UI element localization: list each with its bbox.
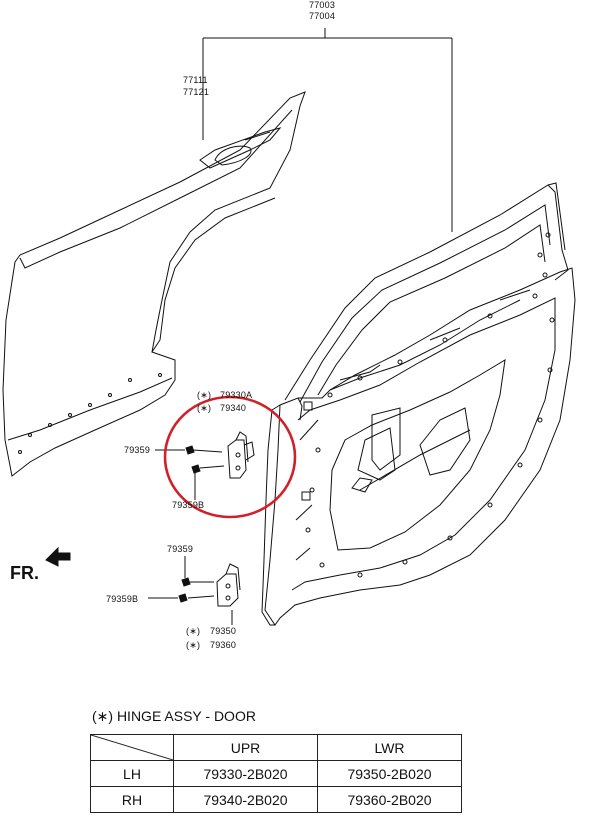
callout-lower-hinge-2: 79360 <box>210 640 237 650</box>
callout-door-assy-2: 77004 <box>309 11 336 21</box>
table-header-row: UPR LWR <box>90 734 462 761</box>
callout-bolt-lower: 79359 <box>167 544 194 554</box>
outer-door-panel <box>2 91 306 477</box>
callout-outer-panel-2: 77121 <box>183 87 210 97</box>
inner-door-frame <box>261 182 576 626</box>
callout-lower-hinge-1: 79350 <box>210 626 237 636</box>
front-label: FR. <box>10 563 39 583</box>
callout-upper-hinge-mark-2: (∗) <box>197 403 212 413</box>
front-direction-arrow <box>45 546 71 567</box>
callout-bolt-lower-b: 79359B <box>106 594 139 604</box>
diagonal-divider <box>91 735 173 760</box>
hinge-part-table: UPR LWR LH 79330-2B020 79350-2B020 RH 79… <box>90 734 462 813</box>
callout-upper-hinge-2: 79340 <box>220 403 247 413</box>
lower-hinge-assy <box>187 563 241 625</box>
table-cell-side: RH <box>90 786 174 813</box>
table-cell-side: LH <box>90 760 174 787</box>
highlight-circle <box>163 395 297 519</box>
lower-bolts <box>148 556 191 603</box>
table-header-upr: UPR <box>173 734 318 761</box>
table-cell-upr: 79340-2B020 <box>173 786 318 813</box>
callout-door-assy-1: 77003 <box>309 0 336 10</box>
table-corner-cell <box>90 734 174 761</box>
callout-lower-hinge-mark-2: (∗) <box>186 640 201 650</box>
door-exploded-diagram <box>2 28 576 626</box>
upper-bolts <box>155 445 201 500</box>
table-cell-upr: 79330-2B020 <box>173 760 318 787</box>
callout-bolt-upper: 79359 <box>124 445 151 455</box>
callout-outer-panel-1: 77111 <box>183 75 208 85</box>
table-header-lwr: LWR <box>317 734 462 761</box>
table-row: LH 79330-2B020 79350-2B020 <box>90 760 462 787</box>
callout-lower-hinge-mark-1: (∗) <box>186 626 201 636</box>
upper-hinge-assy <box>192 431 255 479</box>
callout-upper-hinge-mark-1: (∗) <box>197 390 212 400</box>
table-cell-lwr: 79360-2B020 <box>317 786 462 813</box>
door-assy-leader <box>202 28 453 232</box>
callout-bolt-upper-b: 79359B <box>172 500 205 510</box>
table-cell-lwr: 79350-2B020 <box>317 760 462 787</box>
hinge-table-caption: (∗) HINGE ASSY - DOOR <box>92 708 256 724</box>
callout-upper-hinge-1: 79330A <box>220 390 253 400</box>
table-row: RH 79340-2B020 79360-2B020 <box>90 786 462 813</box>
